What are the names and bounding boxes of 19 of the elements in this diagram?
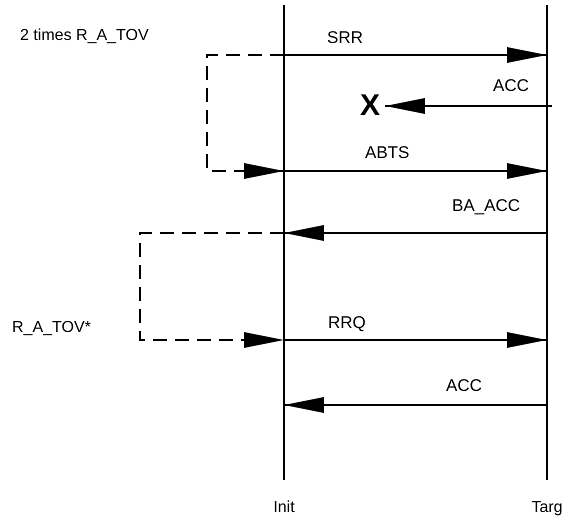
message-arrow <box>284 163 547 179</box>
message-label: ABTS <box>365 143 410 163</box>
participant-label: Targ <box>531 498 563 518</box>
message-label: SRR <box>327 28 363 48</box>
timeout-arrow <box>139 232 284 348</box>
timeout-label: 2 times R_A_TOV <box>20 26 149 46</box>
message-label: ACC <box>446 376 482 396</box>
message-arrow <box>284 397 547 413</box>
message-arrow <box>284 332 547 348</box>
message-label: ACC <box>493 76 529 96</box>
message-arrow <box>284 47 547 63</box>
message-label: BA_ACC <box>452 196 520 216</box>
message-arrow <box>385 98 552 114</box>
message-arrow <box>284 225 547 241</box>
timeout-arrow <box>206 54 284 179</box>
participant-label: Init <box>273 498 295 518</box>
lost-message-mark: X <box>358 91 382 121</box>
timeout-label: R_A_TOV* <box>12 318 91 338</box>
message-label: RRQ <box>328 313 366 333</box>
